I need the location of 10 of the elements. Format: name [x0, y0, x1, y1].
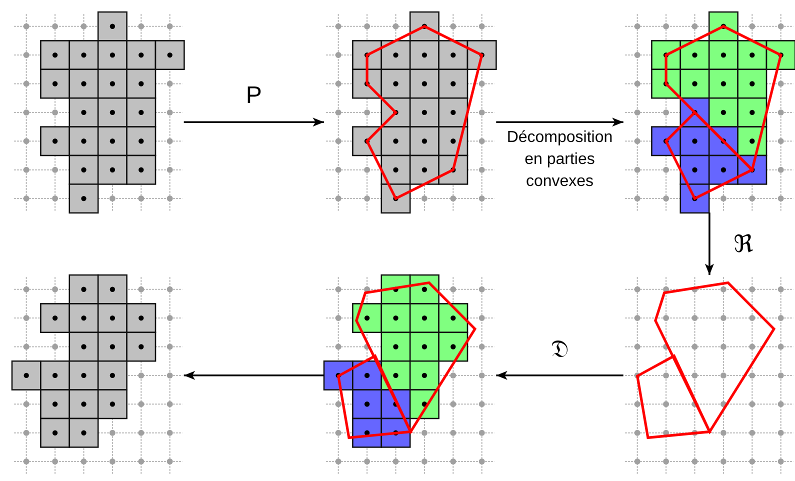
arrow: [184, 118, 324, 127]
pixel-grid-drawing: [324, 12, 496, 213]
arrow: [496, 370, 624, 380]
pixel-grid-drawing: [12, 12, 184, 213]
arrow: [496, 118, 624, 127]
pixel-grid-drawing: [12, 274, 184, 476]
arrow: [184, 370, 324, 380]
arrow: [704, 212, 714, 275]
pixel-grid-drawing: [623, 274, 795, 476]
pixel-grid-drawing: [623, 12, 795, 213]
